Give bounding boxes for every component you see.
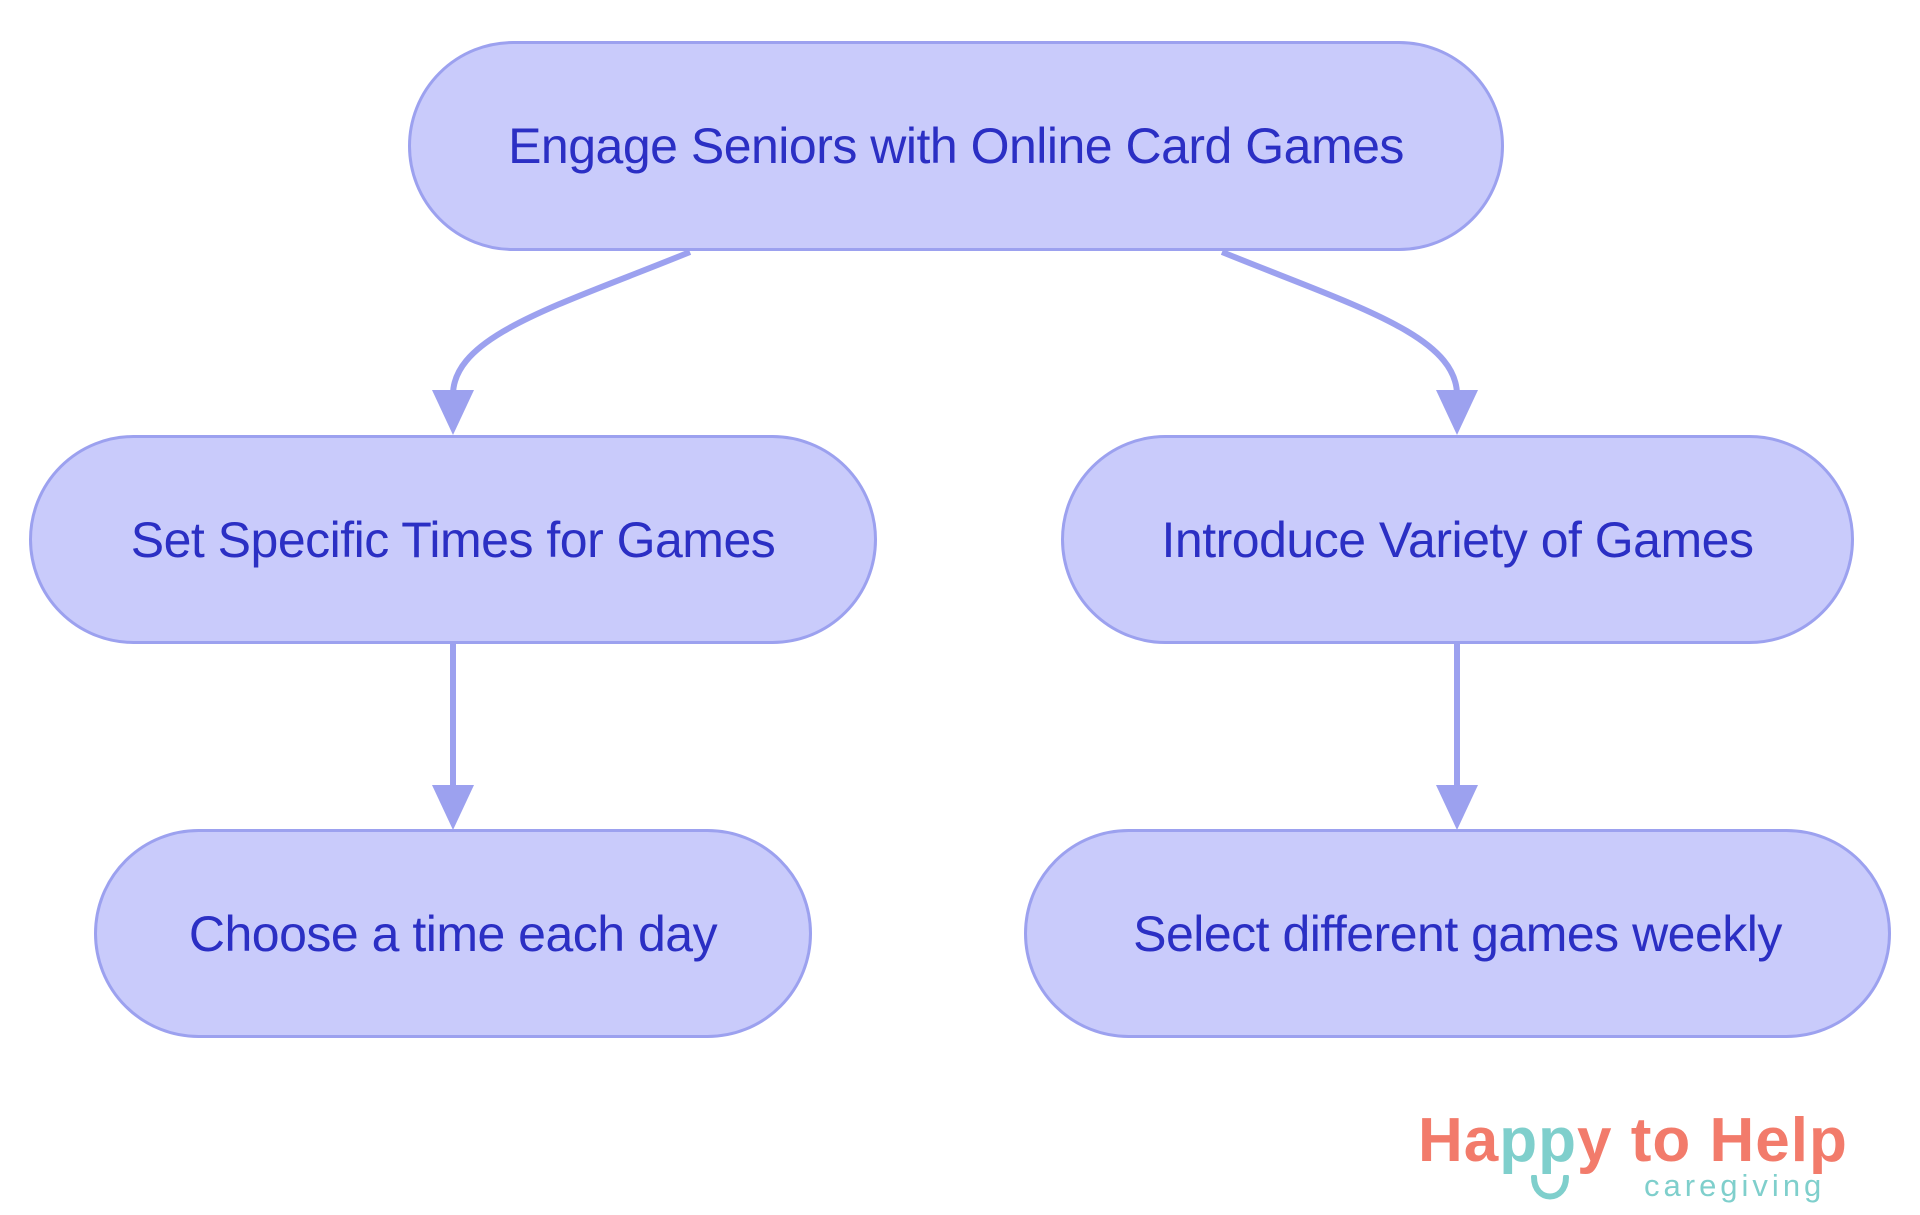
node-set-specific-times-label: Set Specific Times for Games	[130, 511, 776, 568]
arrowhead-icon	[1436, 785, 1478, 830]
node-select-games-label: Select different games weekly	[1133, 905, 1782, 962]
happy-to-help-logo: Happy to Help caregiving	[1418, 1105, 1878, 1205]
edge-root-to-right	[1220, 249, 1460, 396]
smile-icon	[1531, 1175, 1569, 1200]
node-set-specific-times: Set Specific Times for Games	[29, 435, 877, 644]
edge-root-to-left	[450, 249, 692, 396]
arrowhead-icon	[432, 390, 474, 435]
node-select-games: Select different games weekly	[1024, 829, 1891, 1038]
node-root-label: Engage Seniors with Online Card Games	[508, 118, 1404, 174]
logo-wordmark: Happy to Help	[1418, 1106, 1848, 1175]
logo-subtitle: caregiving	[1644, 1168, 1826, 1203]
node-choose-time: Choose a time each day	[94, 829, 812, 1038]
arrowhead-icon	[432, 785, 474, 830]
arrowhead-icon	[1436, 390, 1478, 435]
node-root: Engage Seniors with Online Card Games	[408, 41, 1504, 251]
node-choose-time-label: Choose a time each day	[188, 905, 718, 962]
node-introduce-variety: Introduce Variety of Games	[1061, 435, 1854, 644]
node-introduce-variety-label: Introduce Variety of Games	[1161, 511, 1754, 568]
